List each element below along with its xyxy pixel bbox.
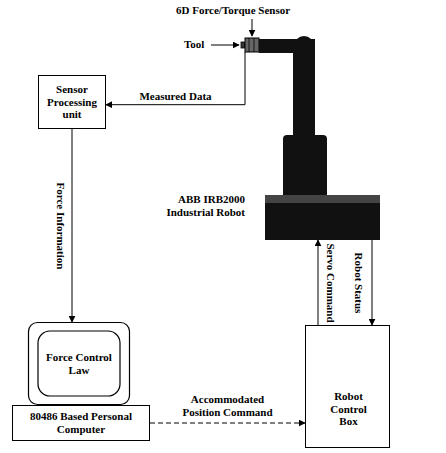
edge-label: Force Information: [55, 181, 68, 270]
computer-box: 80486 Based Personal Computer: [12, 405, 150, 441]
monitor-screen: Force Control Law: [28, 322, 130, 405]
leader-line: [211, 45, 239, 46]
connector-arrow: [372, 240, 373, 325]
control-box: Robot Control Box: [305, 325, 390, 448]
process-box: Sensor Processing unit: [38, 75, 106, 129]
connector-arrow: [72, 129, 73, 322]
callout-label: 6D Force/Torque Sensor: [175, 4, 291, 17]
node-text: Robot Control Box: [324, 390, 374, 428]
node-text: ABB IRB2000 Industrial Robot: [145, 193, 245, 218]
edge-label: Measured Data: [138, 89, 212, 102]
node-text: 80486 Based Personal Computer: [17, 410, 145, 435]
node-text: Sensor Processing unit: [43, 83, 101, 121]
connector-arrow: [318, 240, 319, 325]
edge-label: Servo Command: [325, 242, 338, 323]
callout-label: Tool: [183, 38, 205, 51]
robot-node: ABB IRB2000 Industrial Robot: [245, 35, 380, 240]
edge-label: Accommodated Position Command: [177, 393, 279, 418]
industrial-robot: [241, 36, 380, 240]
leader-line: [252, 19, 253, 36]
connector-arrow: [106, 52, 245, 105]
connector-arrow: [150, 423, 305, 424]
node-text: Force Control Law: [44, 351, 114, 376]
edge-label: Robot Status: [353, 251, 366, 314]
